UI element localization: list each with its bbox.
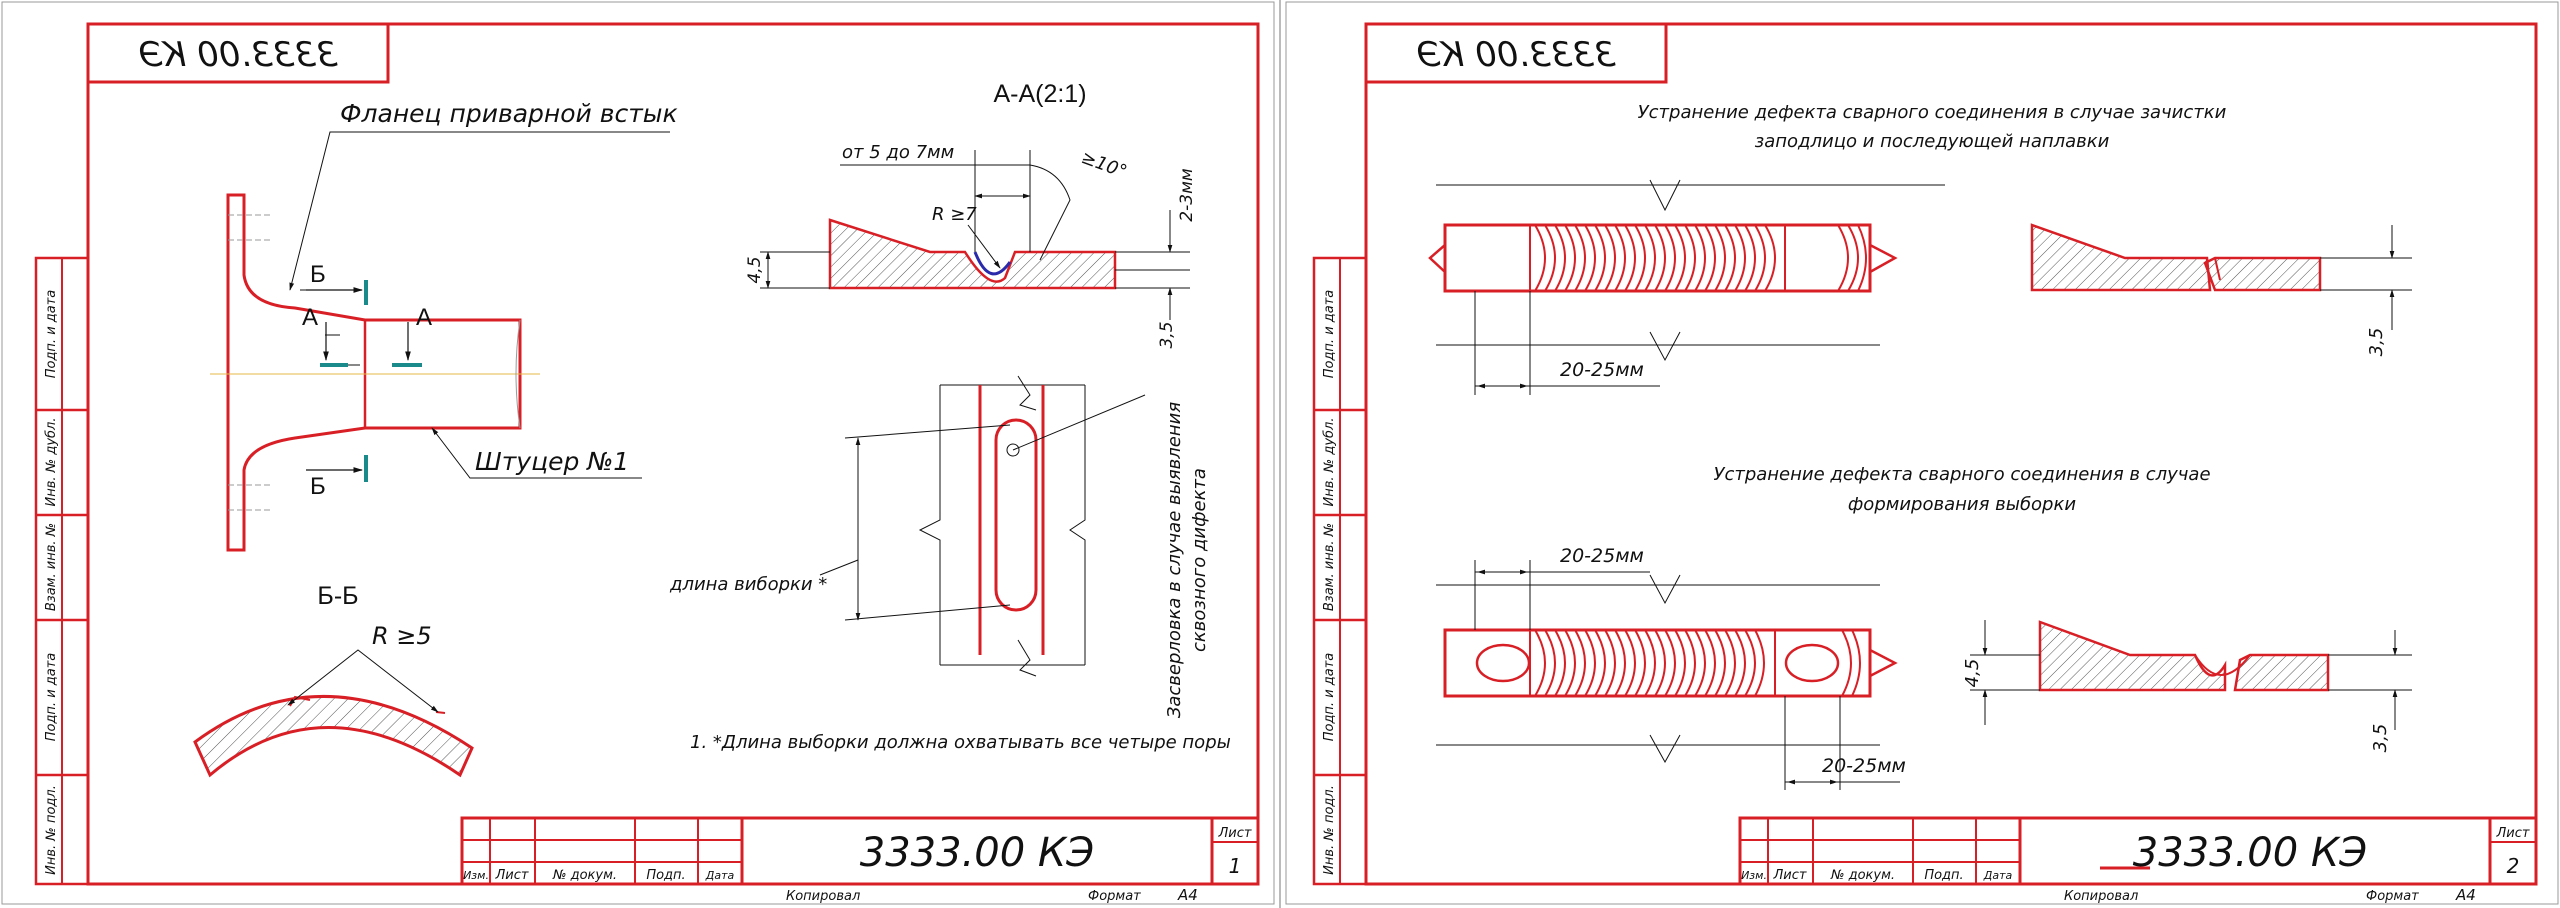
section-a-right: А <box>416 304 432 331</box>
view-aa-dim-angle: ≥10° <box>1078 147 1129 183</box>
sheet-2-side-label-1: Подп. и дата <box>1322 290 1337 379</box>
weld-2-dim-20-25-bottom: 20-25мм <box>1822 755 1906 777</box>
drill-note-line2: сквозного дифекта <box>1189 468 1210 652</box>
sheet-2-side-columns: Подп. и дата Инв. № дубл. Взам. инв. № П… <box>1312 256 1368 886</box>
sheet-1-stamp-text: 3333.00 КЭ <box>138 35 337 75</box>
sheet-2: 3333.00 КЭ Подп. и дата Инв. № дубл. Вза… <box>1285 1 2559 905</box>
view-aa-dim-35: 3,5 <box>1157 321 1177 348</box>
tb1-col-doc: № докум. <box>552 868 617 883</box>
caption-1-line2: заподлицо и последующей наплавки <box>1755 131 2110 152</box>
sheet-2-title-code: 3333.00 КЭ <box>2133 830 2368 876</box>
weld-2-dim-35: 3,5 <box>2370 724 2391 753</box>
sheet-1-side-label-2: Инв. № дубл. <box>44 418 59 507</box>
sheet-1-format-label: Формат <box>1088 889 1141 904</box>
sheet-2-side-label-2: Инв. № дубл. <box>1322 418 1337 507</box>
sheet-1-sheet-label: Лист <box>1218 826 1252 841</box>
weld-2-dim-45: 4,5 <box>1962 659 1983 688</box>
section-b-bottom: Б <box>310 473 326 500</box>
caption-1-line1: Устранение дефекта сварного соединения в… <box>1638 102 2227 123</box>
view-bb-title: Б-Б <box>317 582 358 610</box>
sheet-2-sheet-number: 2 <box>2507 854 2520 878</box>
tb2-col-sign: Подп. <box>1924 868 1963 883</box>
sheet-1-stamp-box <box>86 22 390 84</box>
weld-plan-1: 20-25мм <box>1428 179 1945 395</box>
weld-section-1: 3,5 <box>2030 223 2412 357</box>
weld-2-dim-20-25-top: 20-25мм <box>1560 545 1644 567</box>
sheet-1-side-label-3: Взам. инв. № <box>44 523 59 611</box>
sheet-2-copied: Копировал <box>2064 889 2138 904</box>
sheet-2-format-label: Формат <box>2366 889 2419 904</box>
tb1-col-sign: Подп. <box>646 868 685 883</box>
sheet-1-side-label-1: Подп. и дата <box>44 290 59 379</box>
view-aa-dim-45: 4,5 <box>745 256 765 283</box>
tb2-col-izm: Изм. <box>1741 869 1767 882</box>
sheet-2-frame <box>1364 22 2538 886</box>
sheet-1-title-code: 3333.00 КЭ <box>860 830 1095 876</box>
caption-2-line2: формирования выборки <box>1848 494 2076 515</box>
sheet-2-format-value: А4 <box>2455 886 2476 904</box>
sheet-1-copied: Копировал <box>786 889 860 904</box>
drill-note-line1: Засверловка в случае выявления <box>1164 402 1185 718</box>
caption-2-line1: Устранение дефекта сварного соединения в… <box>1713 464 2210 485</box>
weld-plan-2: 20-25мм 20-25мм <box>1436 545 1906 790</box>
flange-label: Фланец приварной встык <box>340 99 678 128</box>
tb1-col-date: Дата <box>705 869 735 882</box>
view-aa-dim-2-3: 2-3мм <box>1177 168 1197 222</box>
section-b-top: Б <box>310 261 326 288</box>
sheet-1-sheet-number: 1 <box>1229 854 1242 878</box>
sheet-2-side-label-4: Подп. и дата <box>1322 653 1337 742</box>
sheet-1-side-label-5: Инв. № подл. <box>44 785 59 875</box>
view-aa-dim-5-7: от 5 до 7мм <box>842 142 954 163</box>
weld-1-dim-20-25: 20-25мм <box>1560 359 1644 381</box>
weld-1-dim-35: 3,5 <box>2366 328 2387 357</box>
sheet-1-footnote: 1. *Длина выборки должна охватывать все … <box>690 732 1231 753</box>
sheet-1-side-columns: Подп. и дата Инв. № дубл. Взам. инв. № П… <box>34 256 90 886</box>
sheet-1-title-block: Изм. Лист № докум. Подп. Дата 3333.00 КЭ… <box>460 816 1260 886</box>
cut-plan-view: длина виборки * Засверловка в случае выя… <box>669 375 1210 718</box>
tb2-col-date: Дата <box>1983 869 2013 882</box>
sheet-2-stamp-box <box>1364 22 1668 84</box>
tb2-col-list: Лист <box>1773 868 1807 883</box>
sheet-2-outer-frame <box>1285 1 2559 905</box>
view-aa-section: 4,5 2-3мм 3,5 от 5 до 7мм ≥10° R ≥7 <box>745 142 1197 349</box>
tb1-col-izm: Изм. <box>463 869 489 882</box>
fitting-label: Штуцер №1 <box>475 447 629 476</box>
view-bb-arc <box>193 695 474 778</box>
view-bb-radius: R ≥5 <box>372 622 432 650</box>
sheet-2-sheet-label: Лист <box>2496 826 2530 841</box>
tb1-col-list: Лист <box>495 868 529 883</box>
sheet-2-title-block: Изм. Лист № докум. Подп. Дата 3333.00 КЭ… <box>1738 816 2538 886</box>
sheet-1-outer-frame <box>1 1 1275 905</box>
weld-section-2: 4,5 3,5 <box>1962 620 2412 752</box>
sheet-2-stamp-text: 3333.00 КЭ <box>1416 35 1615 75</box>
sheet-2-side-label-3: Взам. инв. № <box>1322 523 1337 611</box>
sheet-1-side-label-4: Подп. и дата <box>44 653 59 742</box>
sheet-1-format-value: А4 <box>1177 886 1198 904</box>
tb2-col-doc: № докум. <box>1830 868 1895 883</box>
cut-length-label: длина виборки * <box>669 574 827 595</box>
flange-drawing: Б А А Б <box>210 193 540 552</box>
view-aa-dim-r7: R ≥7 <box>932 204 977 225</box>
view-aa-title: А-А(2:1) <box>993 80 1086 108</box>
sheet-1: 3333.00 КЭ Подп. и дата Инв. № дубл. Вза… <box>1 1 1275 905</box>
sheet-2-side-label-5: Инв. № подл. <box>1322 785 1337 875</box>
section-a-left: А <box>302 304 318 331</box>
